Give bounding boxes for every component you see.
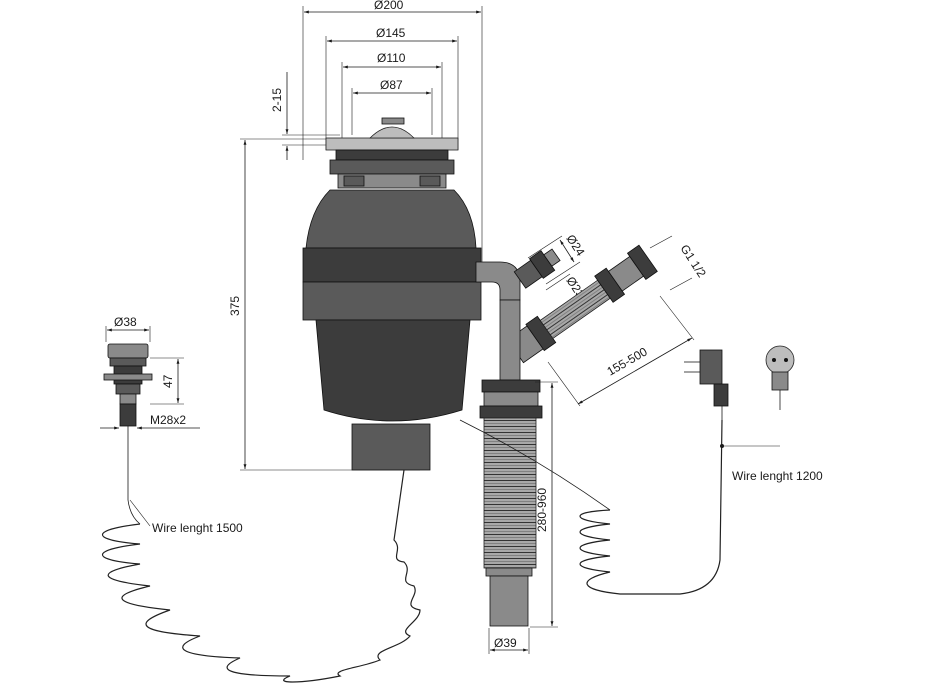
dim-d39: Ø39 — [494, 636, 517, 650]
dim-gap-2-15: 2-15 — [270, 88, 284, 112]
dim-d145: Ø145 — [376, 26, 406, 40]
dim-h47: 47 — [161, 374, 175, 388]
outlet-assembly: Ø24 Ø23 G1 1/2 155-500 — [475, 232, 709, 654]
label-wire-1500: Wire lenght 1500 — [152, 521, 243, 535]
dim-d24: Ø24 — [563, 232, 587, 259]
top-dimensions: Ø200 Ø145 Ø110 Ø87 2-15 375 — [228, 0, 483, 471]
disposer-unit — [302, 117, 482, 471]
label-wire-1200: Wire lenght 1200 — [732, 469, 823, 483]
dim-d38: Ø38 — [114, 315, 137, 329]
dim-d200: Ø200 — [374, 0, 404, 12]
dim-height-375: 375 — [228, 296, 242, 316]
dim-m28x2: M28x2 — [150, 413, 186, 427]
dim-d110: Ø110 — [377, 51, 406, 65]
dim-d87: Ø87 — [380, 78, 403, 92]
dim-thread-g1-1-2: G1 1/2 — [677, 242, 709, 280]
dim-drain-280-960: 280-960 — [535, 488, 549, 532]
dim-length-155-500: 155-500 — [605, 344, 650, 378]
air-switch: Ø38 47 M28x2 — [100, 315, 200, 430]
coiled-cables: Wire lenght 1500 Wire lenght 1200 — [102, 345, 823, 683]
